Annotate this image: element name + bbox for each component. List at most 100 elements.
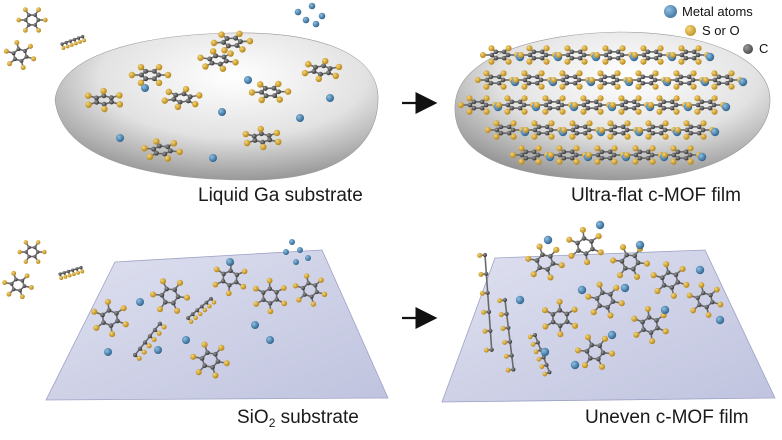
sulfur-oxygen-atom xyxy=(504,95,511,102)
sulfur-oxygen-atom xyxy=(576,83,583,90)
sulfur-oxygen-atom xyxy=(698,282,705,288)
carbon-atom xyxy=(24,54,29,59)
carbon-atom xyxy=(537,265,542,271)
sulfur-oxygen-atom xyxy=(649,145,656,152)
carbon-atom xyxy=(207,56,213,62)
sulfur-oxygen-atom xyxy=(242,130,249,138)
carbon-atom xyxy=(143,76,149,82)
carbon-atom xyxy=(309,294,314,299)
carbon-atom xyxy=(547,370,552,375)
sulfur-oxygen-atom xyxy=(531,133,538,140)
carbon-atom xyxy=(589,342,595,348)
carbon-atom xyxy=(648,74,654,80)
carbon-atom xyxy=(225,43,231,49)
sulfur-oxygen-atom xyxy=(619,244,627,251)
sulfur-oxygen-atom xyxy=(14,39,20,46)
carbon-atom xyxy=(501,55,507,61)
sulfur-oxygen-atom xyxy=(645,133,652,140)
carbon-atom xyxy=(654,318,659,323)
sulfur-oxygen-atom xyxy=(662,133,669,140)
sulfur-oxygen-atom xyxy=(690,83,697,90)
carbon-atom xyxy=(550,261,556,266)
sulfur-oxygen-atom xyxy=(597,95,604,102)
sulfur-oxygen-atom xyxy=(598,126,605,134)
sulfur-oxygen-atom xyxy=(613,284,620,291)
carbon-atom xyxy=(311,68,317,74)
carbon-atom xyxy=(498,130,504,136)
sulfur-oxygen-atom xyxy=(673,108,680,115)
carbon-atom xyxy=(619,102,625,108)
bond xyxy=(505,313,510,328)
sulfur-oxygen-atom xyxy=(700,133,707,140)
carbon-atom xyxy=(261,297,266,302)
carbon-atom xyxy=(213,351,218,357)
sulfur-oxygen-atom xyxy=(711,83,718,90)
sulfur-oxygen-atom xyxy=(100,87,107,95)
carbon-atom xyxy=(11,51,16,56)
carbon-atom xyxy=(101,101,107,107)
sulfur-oxygen-atom xyxy=(631,51,638,59)
carbon-atom xyxy=(114,311,119,316)
sulfur-oxygen-atom xyxy=(190,353,197,360)
carbon-atom xyxy=(142,340,148,345)
sulfur-oxygen-atom xyxy=(670,145,677,152)
carbon-atom xyxy=(502,297,508,303)
sulfur-oxygen-atom xyxy=(609,257,617,264)
sulfur-oxygen-atom xyxy=(597,108,604,115)
bond xyxy=(509,341,513,356)
sulfur-oxygen-atom xyxy=(153,138,160,145)
sulfur-oxygen-atom xyxy=(19,294,25,300)
sulfur-oxygen-atom xyxy=(556,145,563,152)
carbon-atom xyxy=(599,149,605,155)
sulfur-oxygen-atom xyxy=(517,51,524,59)
metal-atom xyxy=(620,283,630,293)
sulfur-oxygen-atom xyxy=(196,92,203,99)
carbon-atom xyxy=(602,74,608,80)
carbon-atom xyxy=(313,64,318,70)
sulfur-oxygen-atom xyxy=(488,58,495,65)
molecules-layer xyxy=(2,2,748,379)
sulfur-oxygen-atom xyxy=(141,349,147,355)
sulfur-oxygen-atom xyxy=(623,151,630,159)
sulfur-oxygen-atom xyxy=(687,145,694,152)
metal-atom xyxy=(302,16,310,24)
metal-atom xyxy=(326,94,334,102)
sulfur-oxygen-atom xyxy=(482,328,488,334)
sulfur-oxygen-atom xyxy=(174,103,182,111)
carbon-atom xyxy=(569,49,575,55)
carbon-atom xyxy=(640,80,646,86)
sulfur-oxygen-atom xyxy=(201,341,208,348)
sulfur-oxygen-atom xyxy=(647,101,654,109)
carbon-atom xyxy=(605,304,610,310)
metal-atom xyxy=(715,315,725,325)
carbon-atom xyxy=(728,77,734,83)
sulfur-oxygen-atom xyxy=(474,76,481,84)
carbon-atom xyxy=(58,272,62,276)
sulfur-oxygen-atom xyxy=(479,51,486,59)
carbon-atom xyxy=(569,55,575,61)
carbon-atom xyxy=(699,105,705,111)
carbon-atom xyxy=(213,53,219,59)
sulfur-oxygen-atom xyxy=(602,45,609,52)
carbon-atom xyxy=(679,52,685,58)
carbon-atom xyxy=(276,89,282,95)
sulfur-oxygen-atom xyxy=(457,101,464,109)
carbon-atom xyxy=(539,55,545,61)
sulfur-oxygen-atom xyxy=(281,300,288,307)
sulfur-oxygen-atom xyxy=(624,120,631,127)
carbon-atom xyxy=(223,58,229,64)
metal-atom xyxy=(710,127,720,137)
sulfur-oxygen-atom xyxy=(253,301,260,307)
sulfur-oxygen-atom xyxy=(82,38,87,43)
sulfur-oxygen-atom xyxy=(597,70,604,77)
sulfur-oxygen-atom xyxy=(207,303,212,309)
carbon-atom xyxy=(13,57,17,62)
carbon-atom xyxy=(519,152,525,158)
carbon-atom xyxy=(662,127,668,133)
sulfur-oxygen-atom xyxy=(687,158,694,165)
carbon-atom xyxy=(494,127,500,133)
sulfur-oxygen-atom xyxy=(525,255,532,262)
carbon-atom xyxy=(266,133,272,139)
sulfur-oxygen-atom xyxy=(63,274,68,279)
carbon-atom xyxy=(271,85,277,91)
